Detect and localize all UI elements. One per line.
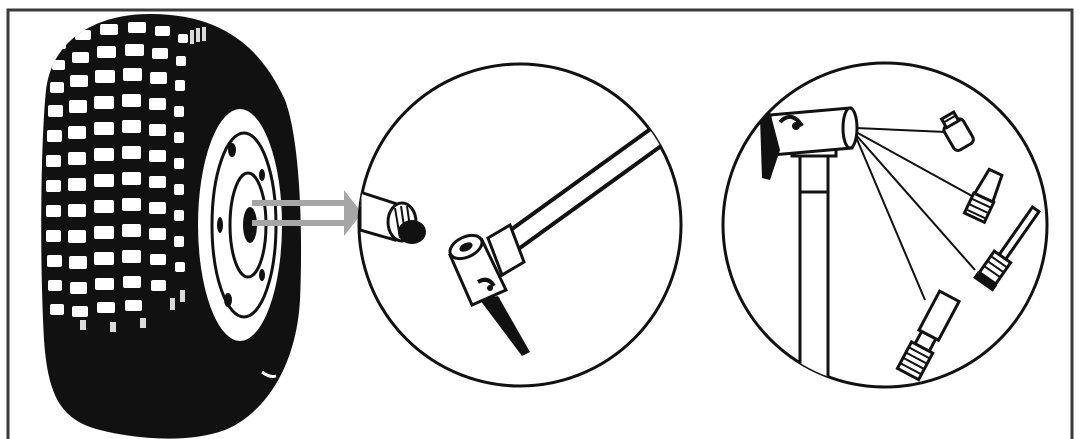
diagram-frame xyxy=(6,8,1074,439)
presta-adapter-icon xyxy=(939,110,975,152)
pointer-arrow xyxy=(252,190,362,236)
tire-panel xyxy=(41,14,302,439)
tire-tread xyxy=(46,22,206,332)
adapters-circle xyxy=(721,61,1049,389)
adapters-panel xyxy=(721,61,1049,389)
inflation-nozzle-icon xyxy=(895,289,962,382)
cone-adapter-icon xyxy=(962,167,1004,225)
pump-hose xyxy=(492,110,681,260)
adapter-leader-lines xyxy=(855,127,976,301)
valve-detail-panel xyxy=(357,62,683,388)
adapter-chuck xyxy=(760,106,859,180)
ball-needle-icon xyxy=(973,204,1042,292)
valve-stem xyxy=(359,189,426,244)
pump-pole xyxy=(790,146,838,387)
hose-chuck xyxy=(448,222,530,356)
